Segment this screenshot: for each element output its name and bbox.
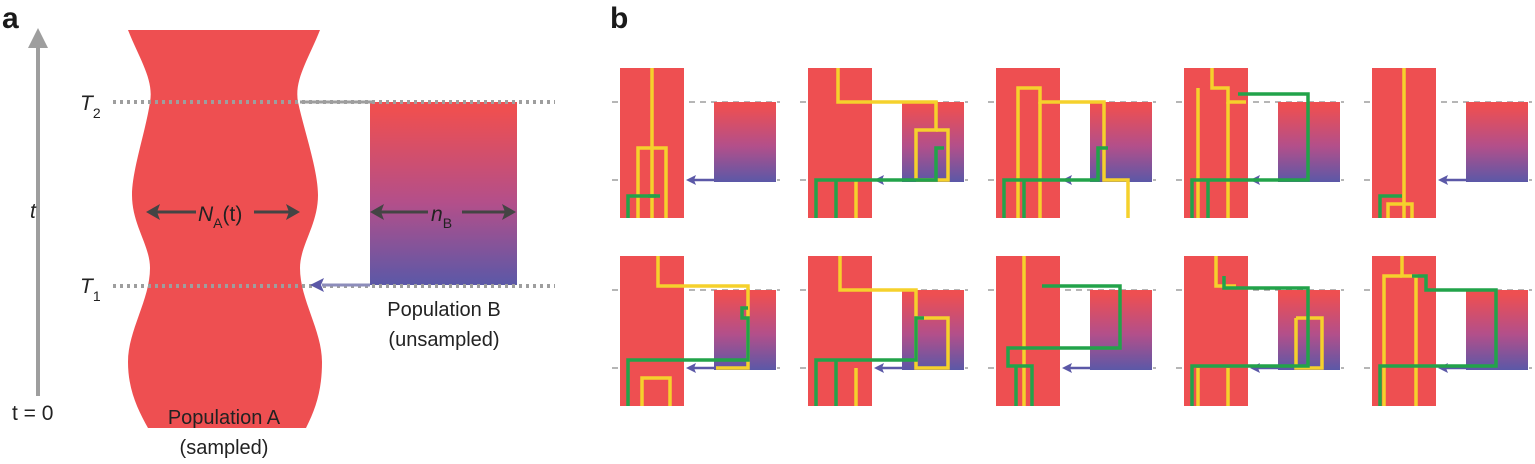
mini-migration-arrowhead [874, 363, 884, 373]
mini-panel-2-1 [612, 256, 780, 406]
nb-label: nB [431, 203, 452, 231]
panel-b-letter: b [610, 2, 628, 35]
na-width-arrow: NA(t) [146, 203, 300, 231]
mini-yellow-lineage [640, 376, 672, 406]
mini-migration-arrowhead [1438, 175, 1448, 185]
time-axis: t t = 0 [12, 28, 53, 425]
mini-yellow-lineage [1016, 86, 1130, 218]
migration-arrowhead [310, 278, 324, 292]
time-axis-arrowhead [28, 28, 48, 48]
mini-green-lineage [814, 316, 924, 406]
mini-migration-arrowhead [686, 175, 696, 185]
mini-population-a [996, 256, 1060, 406]
mini-panel-1-2 [800, 68, 968, 218]
mini-yellow-lineage [838, 256, 950, 370]
panel-a-letter: a [2, 2, 19, 35]
mini-green-lineage [1378, 274, 1498, 406]
mini-panel-1-4 [1176, 68, 1344, 218]
mini-population-a [808, 68, 872, 218]
population-b-rect [370, 102, 517, 285]
time-axis-label: t [30, 200, 37, 223]
mini-panel-2-4 [1176, 256, 1344, 406]
panel-b: b [610, 2, 1532, 406]
mini-yellow-lineage [836, 68, 938, 180]
t-zero-label: t = 0 [12, 402, 53, 425]
mini-green-lineage [1006, 284, 1122, 406]
mini-migration-arrowhead [1062, 363, 1072, 373]
na-label: NA(t) [198, 203, 242, 231]
mini-yellow-lineage [656, 256, 750, 370]
mini-population-b [1466, 102, 1528, 182]
mini-yellow-lineage [1382, 274, 1402, 406]
mini-population-b [714, 290, 776, 370]
mini-green-lineage [814, 146, 944, 218]
t1-label: T1 [80, 275, 101, 304]
mini-yellow-lineage [1294, 316, 1324, 370]
mini-green-lineage [1378, 194, 1402, 218]
mini-population-a [1184, 68, 1248, 218]
mini-population-b [902, 290, 964, 370]
mini-panel-2-5 [1364, 256, 1532, 406]
population-a-shape [128, 30, 322, 428]
mini-green-lineage [1002, 146, 1108, 218]
mini-panel-grid [612, 68, 1532, 406]
population-a-label-line2: (sampled) [180, 437, 269, 459]
population-b-label-line2: (unsampled) [388, 329, 499, 351]
mini-migration-arrowhead [686, 363, 696, 373]
mini-yellow-lineage [1210, 68, 1246, 104]
panel-a: a t t = 0 T2 T1 NA(t) [2, 2, 555, 459]
mini-yellow-lineage [1400, 256, 1418, 406]
nb-width-arrow: nB [370, 203, 516, 231]
mini-panel-1-5 [1364, 68, 1532, 218]
mini-yellow-lineage [1386, 202, 1414, 218]
mini-yellow-lineage [636, 146, 668, 218]
population-b-label-line1: Population B [387, 299, 500, 321]
mini-population-a [996, 68, 1060, 218]
mini-green-lineage [1190, 276, 1310, 406]
mini-green-lineage [626, 194, 656, 218]
mini-panel-2-3 [988, 256, 1156, 406]
mini-population-b [1090, 102, 1152, 182]
mini-population-b [714, 102, 776, 182]
population-a-label-line1: Population A [168, 407, 281, 429]
mini-population-b [902, 102, 964, 182]
t2-label: T2 [80, 92, 101, 121]
mini-green-lineage [1190, 92, 1310, 218]
mini-panel-1-3 [988, 68, 1156, 218]
mini-green-lineage [626, 306, 750, 406]
mini-yellow-lineage [1214, 256, 1236, 288]
mini-panel-1-1 [612, 68, 780, 218]
mini-population-a [620, 256, 684, 406]
mini-panel-2-2 [800, 256, 968, 406]
